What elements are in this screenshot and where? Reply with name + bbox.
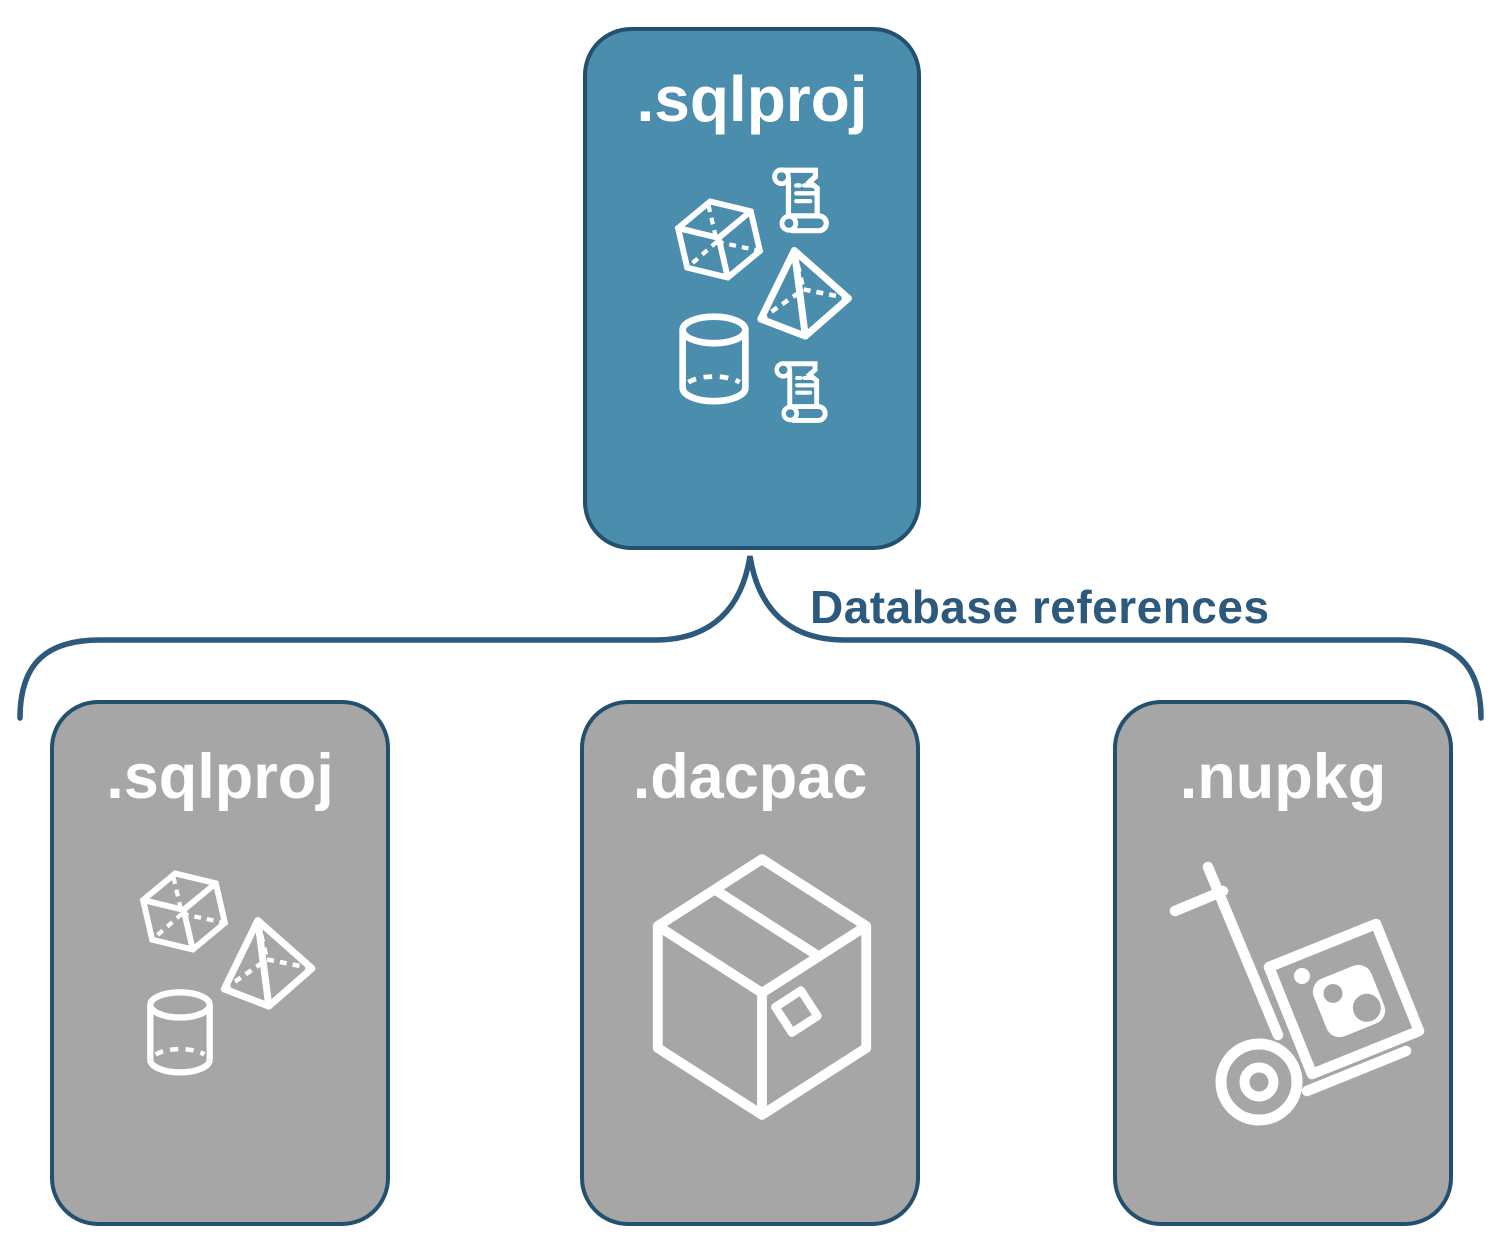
cylinder-icon: [674, 310, 754, 405]
child-node-title: .dacpac: [632, 742, 868, 812]
root-node-title: .sqlproj: [636, 63, 868, 135]
child-node-dacpac: .dacpac: [580, 700, 920, 1226]
child-node-sqlproj: .sqlproj: [50, 700, 390, 1226]
scroll-icon: [761, 356, 843, 431]
root-node-sqlproj: .sqlproj: [583, 27, 921, 550]
child-node-title: .nupkg: [1179, 742, 1387, 812]
cylinder-icon: [142, 986, 218, 1076]
pyramid-icon: [209, 914, 321, 1014]
child-node-nupkg: .nupkg: [1113, 700, 1453, 1226]
connector-label: Database references: [810, 581, 1270, 633]
pyramid-icon: [744, 244, 859, 344]
scroll-icon: [759, 162, 844, 242]
child-node-title: .sqlproj: [106, 742, 334, 812]
nuget-handtruck-icon: [1169, 859, 1429, 1129]
package-box-icon: [644, 842, 880, 1132]
